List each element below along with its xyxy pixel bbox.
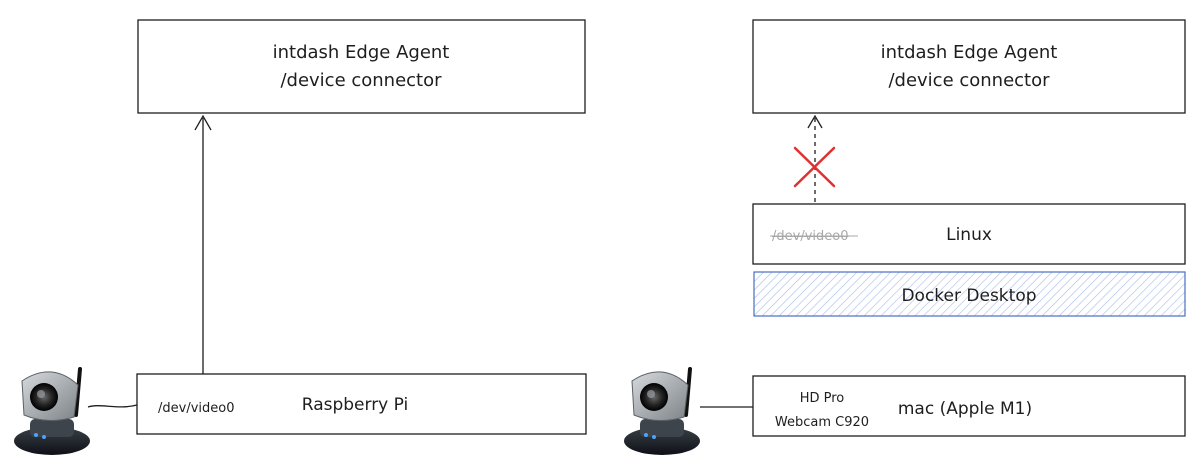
docker-title: Docker Desktop — [901, 286, 1036, 306]
left-camera-cable — [87, 404, 138, 408]
left-agent-box[interactable]: intdash Edge Agent /device connector — [137, 19, 586, 114]
right-docker-box[interactable]: Docker Desktop — [753, 271, 1186, 317]
right-agent-box[interactable]: intdash Edge Agent /device connector — [752, 19, 1186, 114]
right-agent-subtitle: /device connector — [888, 70, 1050, 91]
right-agent-title: intdash Edge Agent — [881, 42, 1058, 63]
right-host-title: mac (Apple M1) — [898, 399, 1032, 419]
left-agent-subtitle: /device connector — [280, 70, 442, 91]
webcam-icon — [14, 367, 90, 455]
right-dashed-arrow — [807, 114, 823, 202]
webcam-icon — [624, 367, 700, 455]
left-arrow — [194, 114, 212, 378]
cross-icon — [793, 146, 836, 188]
left-host-title: Raspberry Pi — [302, 395, 409, 415]
left-device-path: /dev/video0 — [158, 401, 234, 416]
camera-model-line1: HD Pro — [800, 391, 845, 406]
camera-model-line2: Webcam C920 — [775, 415, 869, 430]
right-host-box[interactable]: HD Pro Webcam C920 mac (Apple M1) — [752, 375, 1186, 437]
left-agent-title: intdash Edge Agent — [273, 42, 450, 63]
left-host-box[interactable]: /dev/video0 Raspberry Pi — [136, 373, 587, 435]
right-linux-box[interactable]: /dev/video0 Linux — [752, 203, 1186, 265]
right-linux-title: Linux — [946, 225, 992, 245]
